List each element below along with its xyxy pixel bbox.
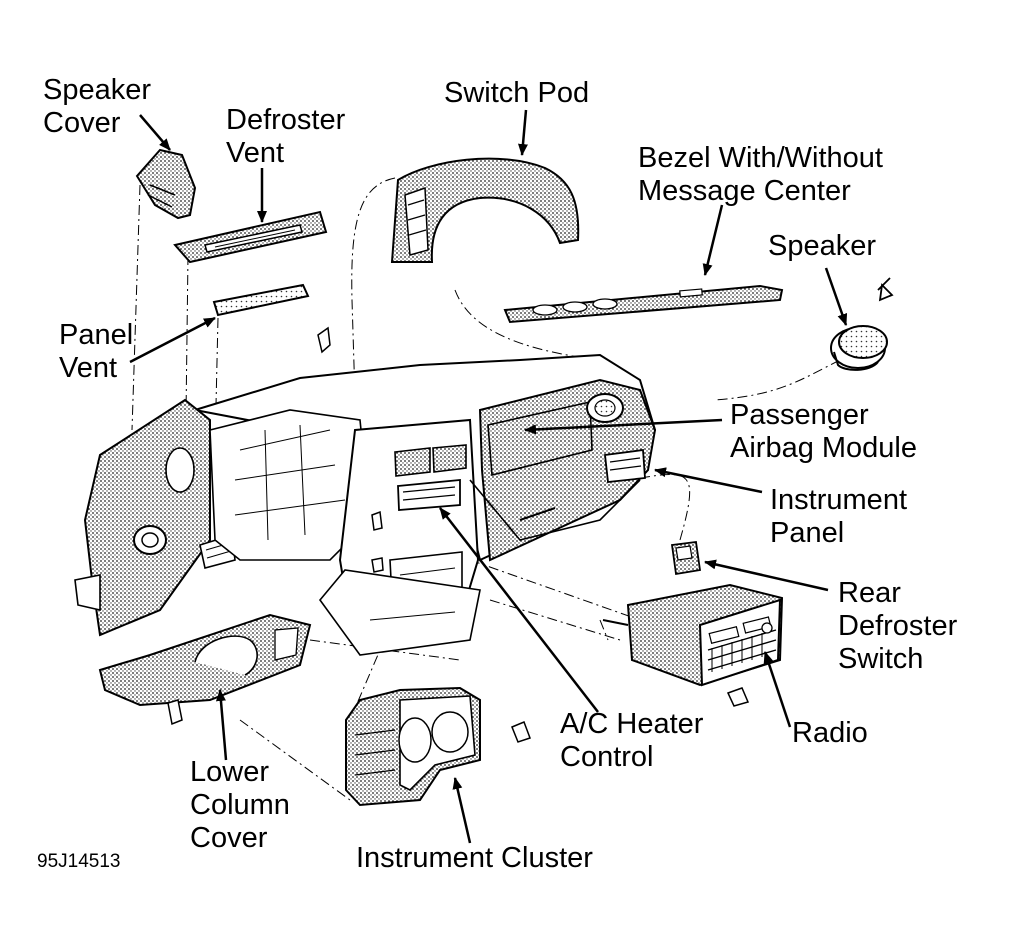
label-switch-pod: Switch Pod bbox=[444, 77, 590, 109]
lower-column-cover-part bbox=[98, 613, 312, 726]
bezel-part bbox=[503, 284, 784, 324]
speaker-cover-part bbox=[135, 148, 197, 220]
panel-vent-part bbox=[212, 283, 310, 317]
switch-pod-part bbox=[390, 157, 580, 263]
speaker-part bbox=[830, 277, 894, 371]
label-radio: Radio bbox=[792, 717, 868, 749]
instrument-panel-part bbox=[74, 326, 657, 656]
label-rear-defroster-switch: Rear Defroster Switch bbox=[838, 577, 958, 675]
leader-arrows bbox=[129, 109, 848, 844]
label-instrument-cluster: Instrument Cluster bbox=[356, 842, 593, 874]
label-speaker-cover: Speaker Cover bbox=[43, 74, 152, 139]
radio-part bbox=[602, 583, 784, 707]
defroster-vent-part bbox=[173, 210, 328, 264]
label-instrument-panel: Instrument Panel bbox=[770, 484, 907, 549]
instrument-cluster-part bbox=[345, 686, 531, 807]
figure-code: 95J14513 bbox=[37, 851, 121, 872]
label-bezel: Bezel With/Without Message Center bbox=[638, 142, 883, 207]
label-panel-vent: Panel Vent bbox=[59, 319, 134, 384]
label-passenger-airbag-module: Passenger Airbag Module bbox=[730, 399, 917, 464]
label-defroster-vent: Defroster Vent bbox=[226, 104, 346, 169]
rear-defroster-switch-part bbox=[670, 540, 702, 576]
label-ac-heater-control: A/C Heater Control bbox=[560, 708, 704, 773]
label-lower-column-cover: Lower Column Cover bbox=[190, 756, 290, 854]
label-speaker: Speaker bbox=[768, 230, 877, 262]
